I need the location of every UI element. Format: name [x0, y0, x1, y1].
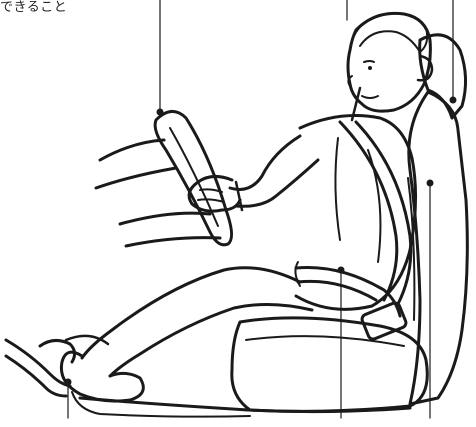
seat-backrest: [408, 35, 467, 404]
driver-foot: [61, 336, 143, 401]
caption-text: できること: [0, 0, 67, 16]
steering-column: [96, 140, 220, 246]
leader-lines: [68, 0, 453, 418]
driver-arm: [230, 136, 318, 210]
pedals: [6, 340, 75, 396]
seat-cushion: [232, 318, 427, 412]
floor-line: [72, 392, 410, 417]
